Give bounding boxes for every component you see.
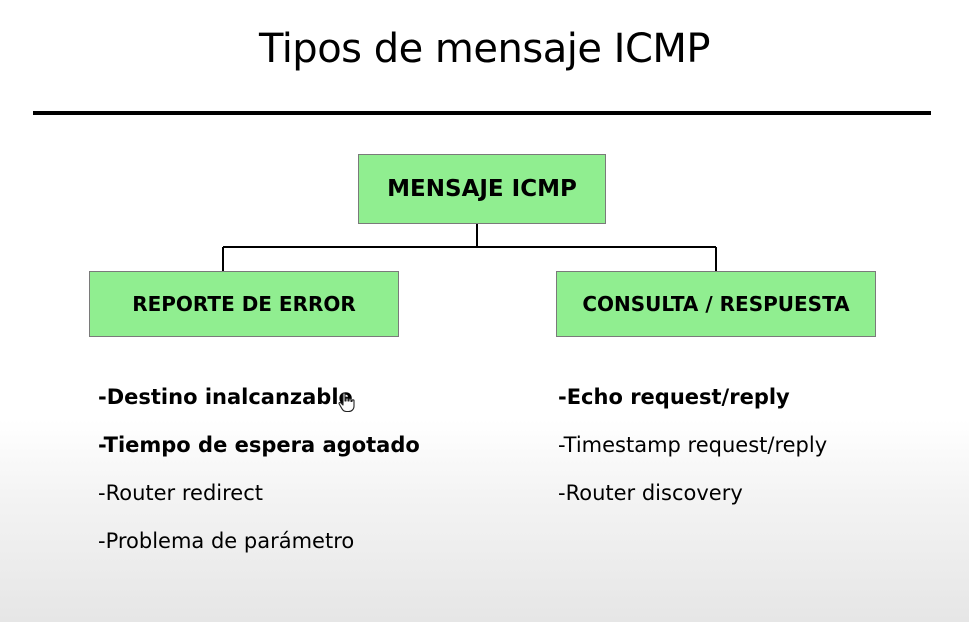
list-item: -Router discovery <box>558 481 743 505</box>
error-report-list: -Destino inalcanzable -Tiempo de espera … <box>98 384 420 576</box>
query-response-list: -Echo request/reply -Timestamp request/r… <box>558 384 827 528</box>
branch-node-reporte-de-error: REPORTE DE ERROR <box>89 271 399 337</box>
root-node-mensaje-icmp: MENSAJE ICMP <box>358 154 606 224</box>
list-item: -Echo request/reply <box>558 385 790 409</box>
title-divider <box>33 111 931 115</box>
list-item: -Problema de parámetro <box>98 529 355 553</box>
hand-pointer-icon <box>338 392 355 413</box>
branch-node-consulta-respuesta: CONSULTA / RESPUESTA <box>556 271 876 337</box>
list-item: -Destino inalcanzable <box>98 385 353 409</box>
list-item: -Tiempo de espera agotado <box>98 433 420 457</box>
list-item: -Router redirect <box>98 481 263 505</box>
slide-title: Tipos de mensaje ICMP <box>258 26 711 72</box>
list-item: -Timestamp request/reply <box>558 433 828 457</box>
